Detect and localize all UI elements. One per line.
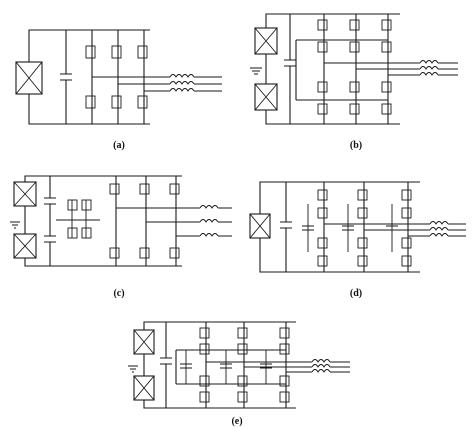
panel-b-diagram: [250, 13, 458, 125]
panel-a-diagram: [15, 29, 222, 125]
caption-c: (c): [113, 288, 125, 299]
panel-d-diagram: [249, 181, 466, 273]
panel-c-diagram: [10, 175, 232, 267]
caption-e: (e): [231, 416, 243, 427]
caption-a: (a): [113, 140, 125, 151]
caption-b: (b): [349, 140, 363, 151]
caption-d: (d): [349, 288, 363, 299]
panel-e-diagram: [128, 321, 350, 409]
